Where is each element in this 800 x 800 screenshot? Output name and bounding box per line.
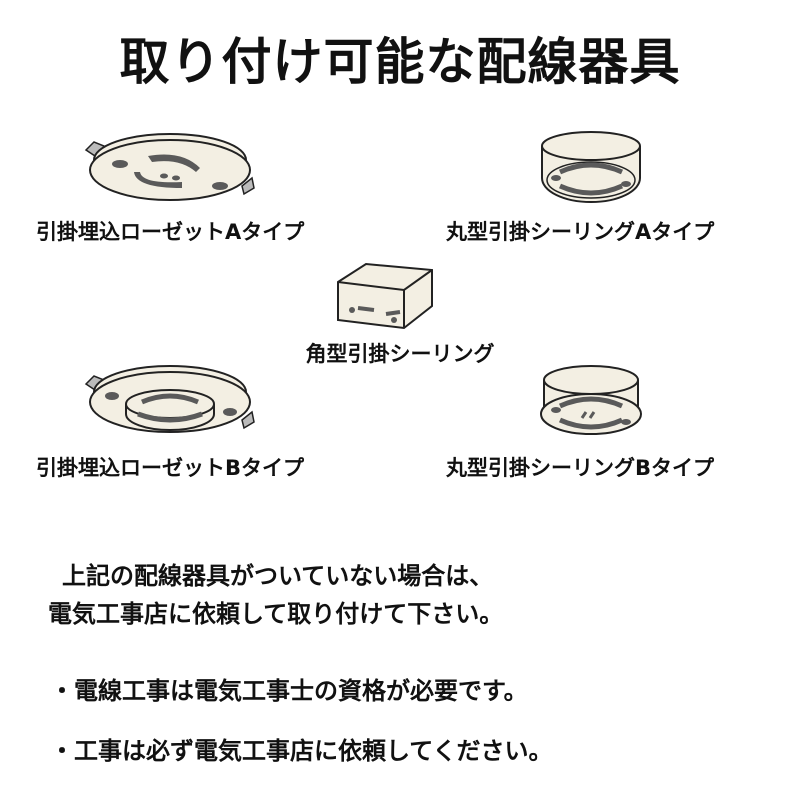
notice-line-2: 電気工事店に依頼して取り付けて下さい。 xyxy=(48,600,504,628)
ceiling-rosette-b-icon xyxy=(84,365,255,433)
page-title: 取り付け可能な配線器具 xyxy=(119,33,681,91)
ceiling-rosette-a-icon xyxy=(84,133,255,201)
device-label: 丸型引掛シーリングBタイプ xyxy=(446,456,715,480)
device-label: 引掛埋込ローゼットBタイプ xyxy=(36,456,305,480)
device-label: 引掛埋込ローゼットAタイプ xyxy=(36,220,305,244)
device-label: 丸型引掛シーリングAタイプ xyxy=(446,220,715,244)
bullet-item: ・工事は必ず電気工事店に依頼してください。 xyxy=(50,737,553,765)
square-ceiling-icon xyxy=(337,262,433,330)
device-label: 角型引掛シーリング xyxy=(305,342,495,366)
round-ceiling-a-icon xyxy=(541,131,641,203)
round-ceiling-b-icon xyxy=(540,365,642,435)
bullet-item: ・電線工事は電気工事士の資格が必要です。 xyxy=(50,677,528,705)
notice-line-1: 上記の配線器具がついていない場合は、 xyxy=(62,562,494,590)
